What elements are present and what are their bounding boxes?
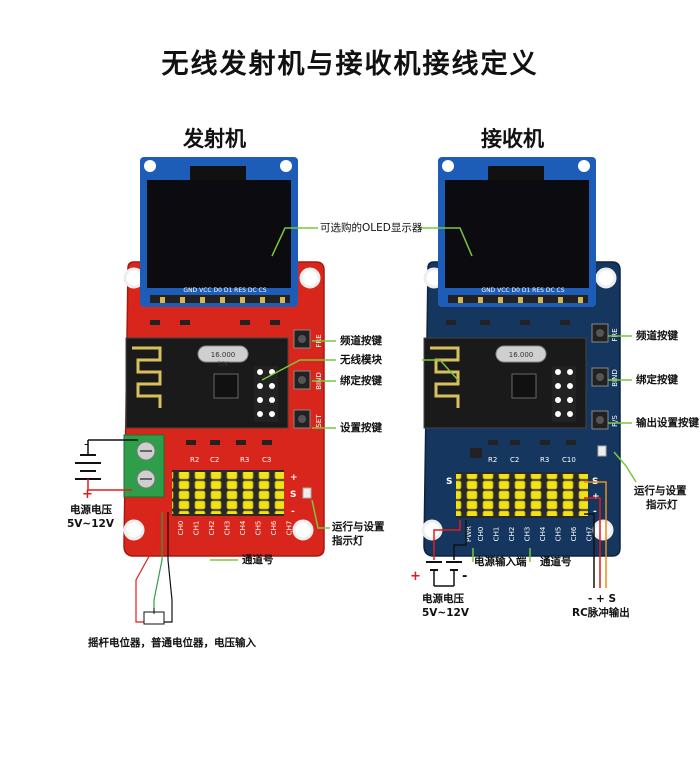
rx-silk-c2: C2 (510, 456, 519, 464)
tx-power-terminal (123, 434, 165, 498)
rx-btn-fre-silk: FRE (611, 328, 619, 341)
tx-channel-label: 通道号 (242, 554, 274, 566)
rx-btn-bind-silk: BIND (611, 369, 619, 387)
tx-power-label-2: 5V~12V (67, 518, 114, 530)
tx-buttons (293, 329, 311, 429)
rx-channel-4: CH4 (539, 526, 547, 541)
rx-crystal-label: 16.000 (509, 351, 534, 359)
rx-buttons (591, 323, 609, 430)
tx-pin-header (172, 470, 284, 516)
tx-status-led (302, 487, 312, 499)
rx-rail-plus: + (592, 492, 600, 502)
rx-bind-key-label: 绑定按键 (636, 374, 678, 386)
tx-pointer-lines (210, 227, 336, 561)
tx-pot-label: 摇杆电位器，普通电位器，电压输入 (88, 637, 256, 649)
tx-oled-pins: GND VCC D0 D1 RES DC CS (183, 287, 266, 294)
rx-wireless-module (423, 337, 587, 429)
rx-silk-pwr: PWR (465, 526, 473, 542)
rx-btn-rs-silk: R/S (611, 415, 619, 427)
rx-led-label-1: 运行与设置 (634, 485, 687, 497)
tx-oled-label: 可选购的OLED显示器 (320, 222, 423, 234)
rx-freq-key-label: 频道按键 (636, 330, 678, 342)
tx-silk-r2: R2 (190, 456, 199, 464)
svg-text:+: + (410, 569, 421, 584)
svg-text:-: - (84, 437, 88, 451)
rx-silk-r3: R3 (540, 456, 549, 464)
rx-channel-1: CH1 (493, 527, 501, 542)
tx-channel-2: CH2 (208, 521, 216, 536)
rx-rc-pins-label: - + S (588, 593, 617, 605)
tx-led-label-2: 指示灯 (332, 535, 364, 547)
rx-led-label-2: 指示灯 (646, 499, 678, 511)
tx-channel-6: CH6 (270, 520, 278, 535)
svg-text:+: + (82, 487, 93, 502)
rx-pointer-lines (420, 227, 637, 562)
tx-silk-c3: C3 (262, 456, 271, 464)
rx-power-label-2: 5V~12V (422, 607, 469, 619)
rx-channel-7: CH7 (586, 527, 594, 542)
tx-mount-hole (123, 519, 145, 541)
tx-rail-minus: - (291, 507, 295, 517)
rx-channel-2: CH2 (508, 527, 516, 542)
tx-power-label-1: 电源电压 (70, 504, 112, 516)
svg-text:-: - (462, 569, 467, 584)
tx-board: GND VCC D0 D1 RES DC CS 16.000 32K (123, 157, 325, 557)
tx-silk-r3: R3 (240, 456, 249, 464)
rx-silk-c10: C10 (562, 456, 576, 464)
tx-set-key-label: 设置按键 (340, 422, 382, 434)
rx-channel-5: CH5 (555, 527, 563, 542)
tx-freq-key-label: 频道按键 (340, 335, 382, 347)
rx-channel-label: 通道号 (540, 556, 572, 568)
rx-status-led (597, 445, 607, 457)
tx-wireless-module (125, 337, 289, 429)
tx-channel-1: CH1 (193, 521, 201, 536)
tx-mount-hole (299, 267, 321, 289)
tx-rail-s: S (290, 490, 296, 500)
rx-board: GND VCC D0 D1 RES DC CS 16.000 (421, 157, 621, 557)
rx-mount-hole (592, 519, 614, 541)
tx-bind-key-label: 绑定按键 (340, 375, 382, 387)
tx-crystal-label-2: 32K (217, 361, 230, 368)
tx-crystal-label: 16.000 (211, 351, 236, 359)
tx-channel-4: CH4 (239, 520, 247, 535)
tx-wireless-label: 无线模块 (340, 354, 382, 366)
rx-pin-header (456, 472, 588, 518)
tx-wiring: - + (75, 437, 173, 625)
rx-power-in-label: 电源输入端 (474, 556, 527, 568)
tx-channel-7: CH7 (286, 521, 294, 536)
rx-power-label-1: 电源电压 (422, 593, 464, 605)
rx-channel-3: CH3 (524, 527, 532, 542)
tx-btn-set-silk: SET (315, 414, 323, 428)
tx-heading: 发射机 (183, 127, 246, 151)
rx-out-key-label: 输出设置按键 (636, 417, 699, 429)
tx-led-label-1: 运行与设置 (332, 521, 385, 533)
rx-rail-minus: - (593, 507, 597, 517)
rx-mount-hole (595, 267, 617, 289)
rx-silk-r2: R2 (488, 456, 497, 464)
tx-channel-5: CH5 (255, 521, 263, 536)
rx-channel-0: CH0 (477, 527, 485, 542)
rx-wiring: + - (410, 481, 607, 588)
tx-channel-3: CH3 (224, 521, 232, 536)
rx-channel-6: CH6 (570, 526, 578, 541)
tx-rail-plus: + (290, 473, 298, 483)
tx-mount-hole (292, 519, 314, 541)
rx-oled (438, 157, 596, 307)
page-title: 无线发射机与接收机接线定义 (161, 49, 539, 80)
rx-heading: 接收机 (481, 127, 544, 151)
rx-oled-pins: GND VCC D0 D1 RES DC CS (481, 287, 564, 294)
tx-silk-c2: C2 (210, 456, 219, 464)
rx-rc-out-label: RC脉冲输出 (572, 607, 630, 619)
tx-channel-0: CH0 (177, 521, 185, 536)
tx-oled (140, 157, 298, 307)
rx-rail-s-left: S (446, 477, 452, 487)
